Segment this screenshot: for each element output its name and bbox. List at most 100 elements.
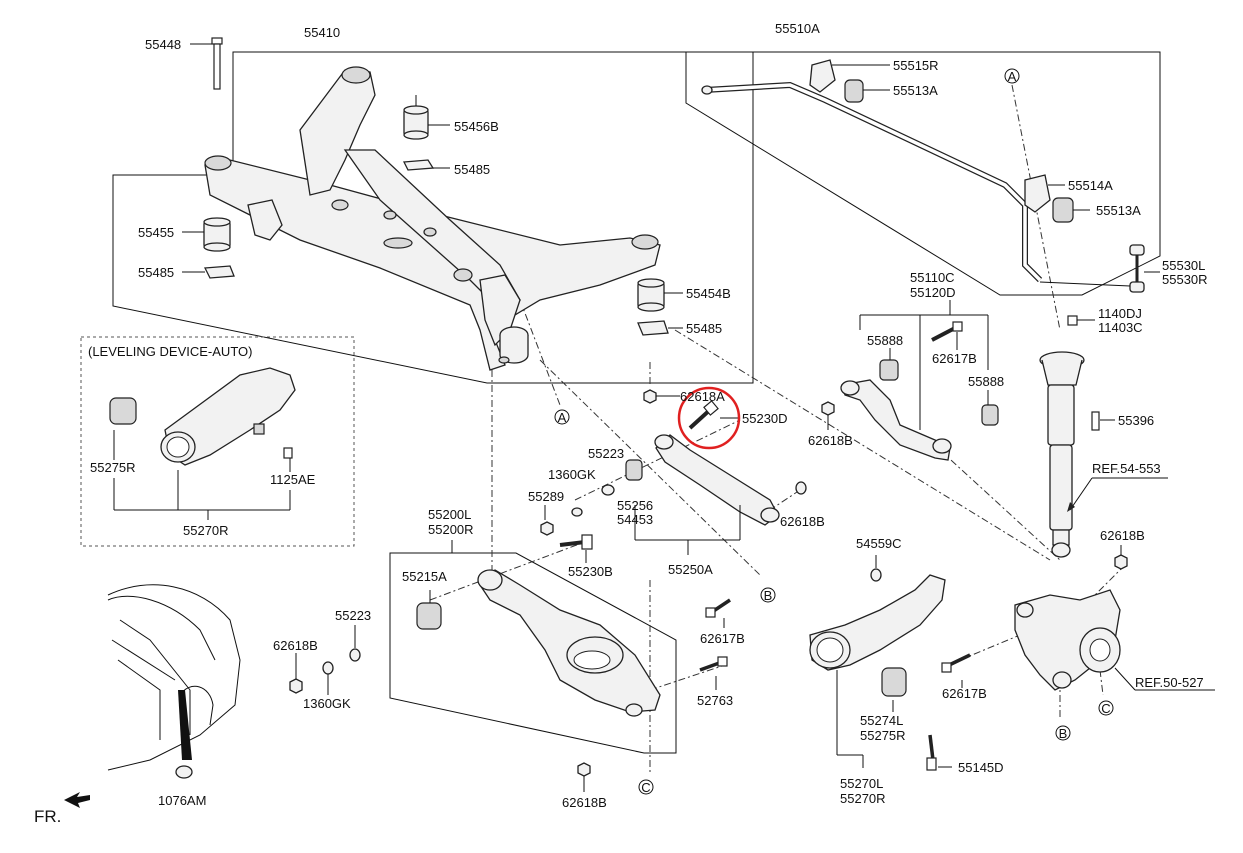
part-labels: 55448 55410 55456B 55485 55455 55485 554… [34,21,1208,826]
label-55200L: 55200L [428,507,471,522]
rear-arm-knuckle-drawing [809,555,1215,771]
bolt-55230D-drawing [688,400,740,430]
label-55396: 55396 [1118,413,1154,428]
label-55485-top: 55485 [454,162,490,177]
front-direction-arrow [64,792,90,808]
bushing-55455-drawing [182,217,231,252]
label-55888-b: 55888 [968,374,1004,389]
label-55410: 55410 [304,25,340,40]
label-62618B-d: 62618B [273,638,318,653]
bushing-55454B-drawing [637,278,683,312]
ref-circle-c-bottom [638,779,654,795]
label-54559C: 54559C [856,536,902,551]
label-55274L: 55274L [860,713,903,728]
stabilizer-bar-drawing [701,59,1160,326]
ref-circle-b-right [1055,725,1071,741]
highlight-circle [677,386,741,450]
label-62618B-e: 62618B [562,795,607,810]
washer-55485-left-drawing [182,265,235,279]
label-55275R-a: 55275R [90,460,136,475]
label-ref-50-527: REF.50-527 [1135,675,1204,690]
ref-letter-c-right: C [1101,701,1110,716]
small-parts-left-drawing [289,625,361,695]
trailing-arm-55250A-drawing [540,434,807,555]
label-ref-54-553: REF.54-553 [1092,461,1161,476]
label-1360GK-b: 1360GK [303,696,351,711]
ref-letter-a-top: A [1008,69,1017,84]
circle-refs: A A B B C C [554,68,1114,795]
label-55485-left: 55485 [138,265,174,280]
ref-letter-b-mid: B [764,588,773,603]
label-52763: 52763 [697,693,733,708]
label-62618B-a: 62618B [808,433,853,448]
label-1076AM: 1076AM [158,793,206,808]
label-55223-b: 55223 [335,608,371,623]
leveling-device-title: (LEVELING DEVICE-AUTO) [88,344,252,359]
label-55230B: 55230B [568,564,613,579]
label-55289: 55289 [528,489,564,504]
ref-circle-a-top [1004,68,1020,84]
label-55270R-a: 55270R [183,523,229,538]
label-55510A: 55510A [775,21,820,36]
label-55515R: 55515R [893,58,939,73]
label-55270R-b: 55270R [840,791,886,806]
ref-letter-b-right: B [1059,726,1068,741]
lower-arm-group-box [389,552,677,754]
label-54453: 54453 [617,512,653,527]
label-1360GK-a: 1360GK [548,467,596,482]
label-55230D: 55230D [742,411,788,426]
label-55120D: 55120D [910,285,956,300]
label-55485-right: 55485 [686,321,722,336]
label-55223-a: 55223 [588,446,624,461]
label-55448: 55448 [145,37,181,52]
label-62618A: 62618A [680,389,725,404]
bolt-55230B-drawing [559,534,593,563]
label-1125AE: 1125AE [270,472,316,487]
crossmember-drawing [204,66,661,371]
ref-circle-b-mid [760,587,776,603]
label-55110C: 55110C [910,270,955,285]
upper-arm-drawing [821,300,999,461]
front-direction-label: FR. [34,807,61,826]
label-55200R: 55200R [428,522,474,537]
label-55530R: 55530R [1162,272,1208,287]
label-62618B-b: 62618B [1100,528,1145,543]
washer-55485-top-drawing [402,159,450,171]
lower-arm-drawing [416,540,731,792]
washer-55485-right-drawing [637,320,683,336]
label-55145D: 55145D [958,760,1004,775]
label-55530L: 55530L [1162,258,1205,273]
ref-letter-c-bottom: C [641,780,650,795]
label-55454B: 55454B [686,286,731,301]
label-62618B-c: 62618B [780,514,825,529]
label-55455: 55455 [138,225,174,240]
bolt-55448-drawing [190,37,223,90]
label-11403C: 11403C [1098,320,1143,335]
nut-62618B-right-drawing [1114,545,1128,570]
label-55270L: 55270L [840,776,883,791]
reference-lines [429,84,1126,775]
ref-circle-a-left [554,409,570,425]
car-silhouette-drawing [107,584,241,779]
label-62617B-c: 62617B [942,686,987,701]
label-55513A-mid: 55513A [1096,203,1141,218]
label-55513A-top: 55513A [893,83,938,98]
label-55215A: 55215A [402,569,447,584]
label-62617B-b: 62617B [700,631,745,646]
label-55514A: 55514A [1068,178,1113,193]
nut-62618A-drawing [643,389,680,404]
leveling-device-box [80,336,355,547]
label-55256: 55256 [617,498,653,513]
bushing-55456B-drawing [403,95,450,140]
ref-circle-c-right [1098,700,1114,716]
ref-letter-a-left: A [558,410,567,425]
label-55456B: 55456B [454,119,499,134]
leveling-arm-drawing [109,367,296,520]
stabilizer-group-box [685,51,1161,296]
shock-absorber-drawing [1039,351,1168,558]
label-62617B-a: 62617B [932,351,977,366]
label-1140DJ: 1140DJ [1098,306,1142,321]
label-55250A: 55250A [668,562,713,577]
